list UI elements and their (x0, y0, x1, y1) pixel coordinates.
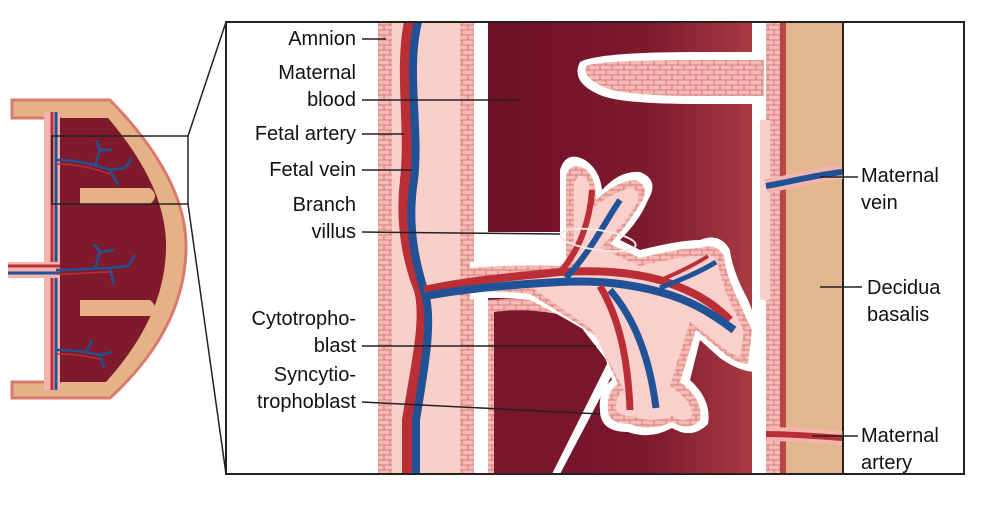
enlarged-villus-view (226, 22, 964, 474)
label-branch-villus-line1: Branch (292, 194, 356, 216)
label-maternal-artery-line1: Maternal (861, 425, 939, 447)
overview-placenta (8, 21, 227, 475)
label-maternal-blood-line2: blood (307, 89, 356, 111)
label-fetal-vein: Fetal vein (269, 159, 356, 181)
label-syncytiotrophoblast-line1: Syncytio- (273, 364, 356, 386)
label-maternal-blood-line1: Maternal (278, 62, 356, 84)
label-cytotrophoblast-line2: blast (313, 335, 356, 357)
label-maternal-artery-line2: artery (861, 452, 913, 474)
label-decidua-basalis-line2: basalis (867, 304, 930, 326)
leader-lines (361, 38, 862, 437)
label-maternal-vein-line1: Maternal (861, 165, 939, 187)
label-amnion: Amnion (288, 28, 356, 50)
label-maternal-vein-line2: vein (861, 192, 898, 214)
label-fetal-artery: Fetal artery (254, 123, 356, 145)
label-cytotrophoblast-line1: Cytotropho- (251, 308, 357, 330)
label-decidua-basalis-line1: Decidua (867, 277, 941, 299)
label-syncytiotrophoblast-line2: trophoblast (257, 391, 356, 413)
label-branch-villus-line2: villus (311, 221, 356, 243)
